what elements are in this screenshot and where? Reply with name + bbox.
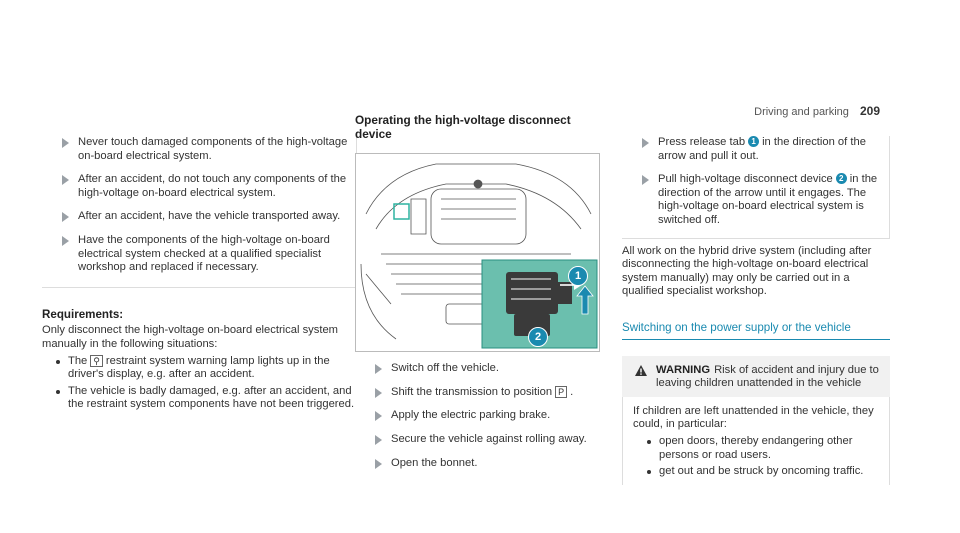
step-item: Apply the electric parking brake. [355, 409, 605, 423]
callout-2-badge: 2 [528, 327, 548, 348]
step-item: After an accident, do not touch any comp… [42, 173, 348, 200]
step-arrow-icon [375, 387, 382, 398]
step-item: Never touch damaged components of the hi… [42, 136, 348, 163]
column-left: Never touch damaged components of the hi… [42, 136, 357, 412]
step-arrow-icon [62, 235, 69, 246]
page-header: Driving and parking 209 [580, 104, 880, 118]
callout-1-marker: 1 [748, 136, 760, 147]
step-arrow-icon [62, 138, 69, 148]
restraint-system-icon: ⚲ [90, 354, 103, 367]
step-arrow-icon [62, 212, 69, 223]
warning-intro: If children are left unattended in the v… [633, 404, 874, 431]
warning-title: WARNING [656, 363, 711, 376]
section-title: Driving and parking [754, 106, 849, 118]
step-arrow-icon [642, 175, 649, 186]
section-heading: Operating the high-voltage disconnect de… [355, 113, 571, 141]
switching-on-link[interactable]: Switching on the power supply or the veh… [622, 321, 890, 340]
callout-2-marker: 2 [835, 173, 847, 185]
step-item: Have the components of the high-voltage … [42, 234, 348, 275]
list-item: open doors, thereby endangering other pe… [633, 435, 881, 462]
step-arrow-icon [375, 411, 382, 422]
step-arrow-icon [375, 364, 382, 375]
warning-body: If children are left unattended in the v… [622, 396, 890, 485]
safety-steps-box: Never touch damaged components of the hi… [42, 136, 357, 288]
step-item: After an accident, have the vehicle tran… [42, 210, 348, 224]
requirements-intro: Only disconnect the high-voltage on-boar… [42, 324, 338, 350]
step-item: Open the bonnet. [355, 457, 605, 471]
step-arrow-icon [642, 138, 649, 148]
warning-text: Risk of accident and injury due to leavi… [656, 363, 879, 390]
warning-triangle-icon [634, 364, 648, 382]
step-item: Switch off the vehicle. [355, 362, 605, 376]
list-item: The vehicle is badly damaged, e.g. after… [42, 385, 357, 412]
list-item: The⚲restraint system warning lamp lights… [42, 354, 357, 382]
column-middle: Operating the high-voltage disconnect de… [355, 113, 605, 480]
engine-bay-illustration: 1 2 [355, 153, 600, 353]
page-number: 209 [859, 104, 880, 118]
engine-bay-drawing [360, 163, 598, 349]
park-position-icon: P [555, 385, 568, 398]
step-arrow-icon [62, 175, 69, 186]
callout-1-badge: 1 [568, 266, 588, 287]
list-item: get out and be struck by oncoming traffi… [633, 465, 881, 479]
step-arrow-icon [375, 434, 382, 445]
workshop-note: All work on the hybrid drive system (inc… [622, 244, 872, 298]
step-item: Secure the vehicle against rolling away. [355, 433, 605, 447]
step-arrow-icon [375, 458, 382, 469]
requirements-heading: Requirements: [42, 307, 124, 321]
